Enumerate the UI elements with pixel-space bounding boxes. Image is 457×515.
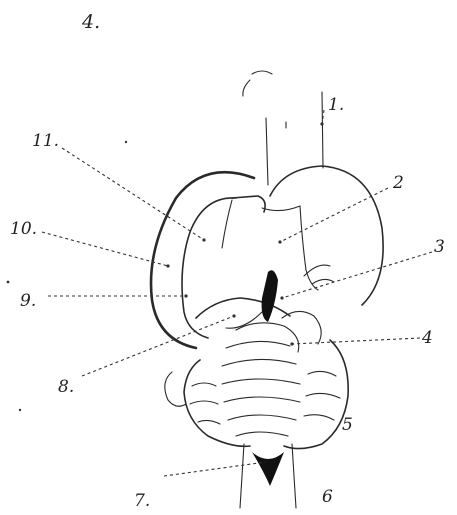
label-7: 7. xyxy=(134,491,150,511)
median-fissure xyxy=(262,270,278,322)
label-3: 3 xyxy=(434,237,445,257)
figure-number: 4. xyxy=(81,11,100,33)
label-6: 6 xyxy=(322,487,333,507)
cerebellum xyxy=(165,323,348,449)
label-8: 8. xyxy=(58,377,74,397)
leader-lines xyxy=(7,110,432,476)
label-1: 1. xyxy=(328,95,344,115)
label-11: 11. xyxy=(32,131,59,151)
label-4: 4 xyxy=(421,328,433,348)
left-hemisphere xyxy=(151,172,290,348)
right-hemisphere xyxy=(262,166,383,305)
medulla xyxy=(240,444,296,508)
label-10: 10. xyxy=(10,219,37,239)
label-5: 5 xyxy=(342,415,353,435)
label-2: 2 xyxy=(392,173,404,193)
label-9: 9. xyxy=(20,291,36,311)
